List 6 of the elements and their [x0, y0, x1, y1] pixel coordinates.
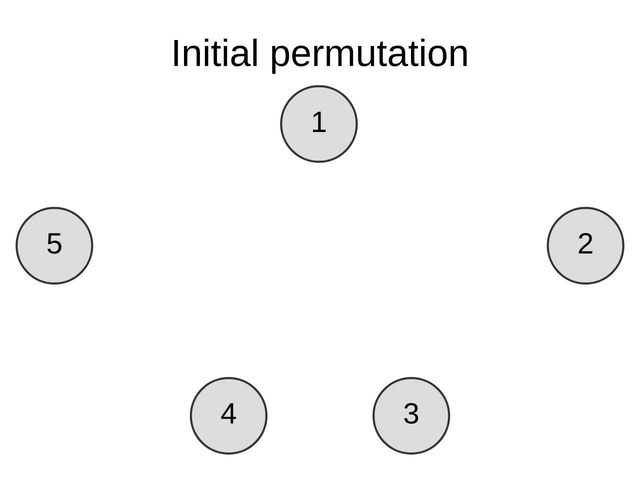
node-circle: 3 [372, 376, 450, 454]
node-circle: 1 [280, 84, 358, 162]
node-circle: 5 [16, 206, 94, 284]
diagram-title: Initial permutation [170, 32, 470, 75]
node-circle: 2 [546, 206, 624, 284]
node-circle: 4 [190, 376, 268, 454]
